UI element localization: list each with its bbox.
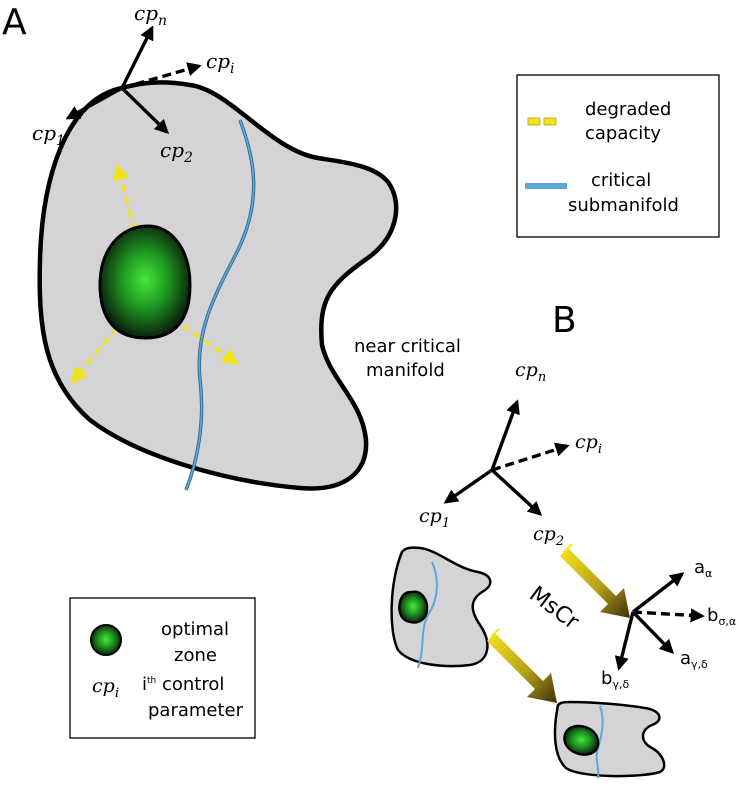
optimal-zone [98,224,192,340]
transition-arrow-lower [486,628,558,704]
small-manifold-lower [553,700,666,779]
cp-i-legend-symbol: cpi [92,675,119,701]
critical-submanifold-legend-label: critical submanifold [568,170,679,216]
axis-label-cp-2-small: cp2 [533,523,564,549]
critical-submanifold-legend-icon [525,183,567,189]
control-parameter-axes-small [443,399,570,516]
axis-label-alpha: aα [694,557,712,580]
control-parameter-legend-label: ith control parameter [142,674,244,721]
axis-label-cp-1-small: cp1 [419,505,450,531]
near-critical-manifold-label: near critical manifold [354,336,467,381]
axis-label-cp-i-small: cpi [575,431,602,457]
panel-b-letter: B [552,300,577,341]
axis-label-b-gamma-delta: bγ,δ [601,668,629,691]
axis-label-alpha-gamma-delta: aγ,δ [680,648,708,671]
small-manifold-upper [390,546,492,669]
degraded-capacity-legend-label: degraded capacity [585,99,677,144]
axis-label-cp-i-large: cpi [206,49,235,77]
legend-bottom: optimal zone cpi ith control parameter [69,597,256,739]
control-parameter-axes-greek [614,572,705,671]
panel-a-letter: A [2,2,27,43]
optimal-zone-legend-icon [90,624,122,656]
axis-label-cp-1-large: cp1 [32,121,65,149]
mscr-label: MsCr [524,582,584,636]
axis-label-cp-2-large: cp2 [160,138,193,166]
axis-label-b-sigma-alpha: bσ,α [707,605,736,628]
axis-label-cp-n-large: cpn [134,1,167,29]
optimal-zone-legend-label: optimal zone [161,619,235,666]
axis-label-cp-n-small: cpn [515,359,546,385]
degraded-capacity-legend-icon [527,117,557,126]
near-critical-manifold [37,80,399,491]
control-parameter-axes-large [65,25,202,134]
legend-top: degraded capacity critical submanifold [516,74,720,238]
